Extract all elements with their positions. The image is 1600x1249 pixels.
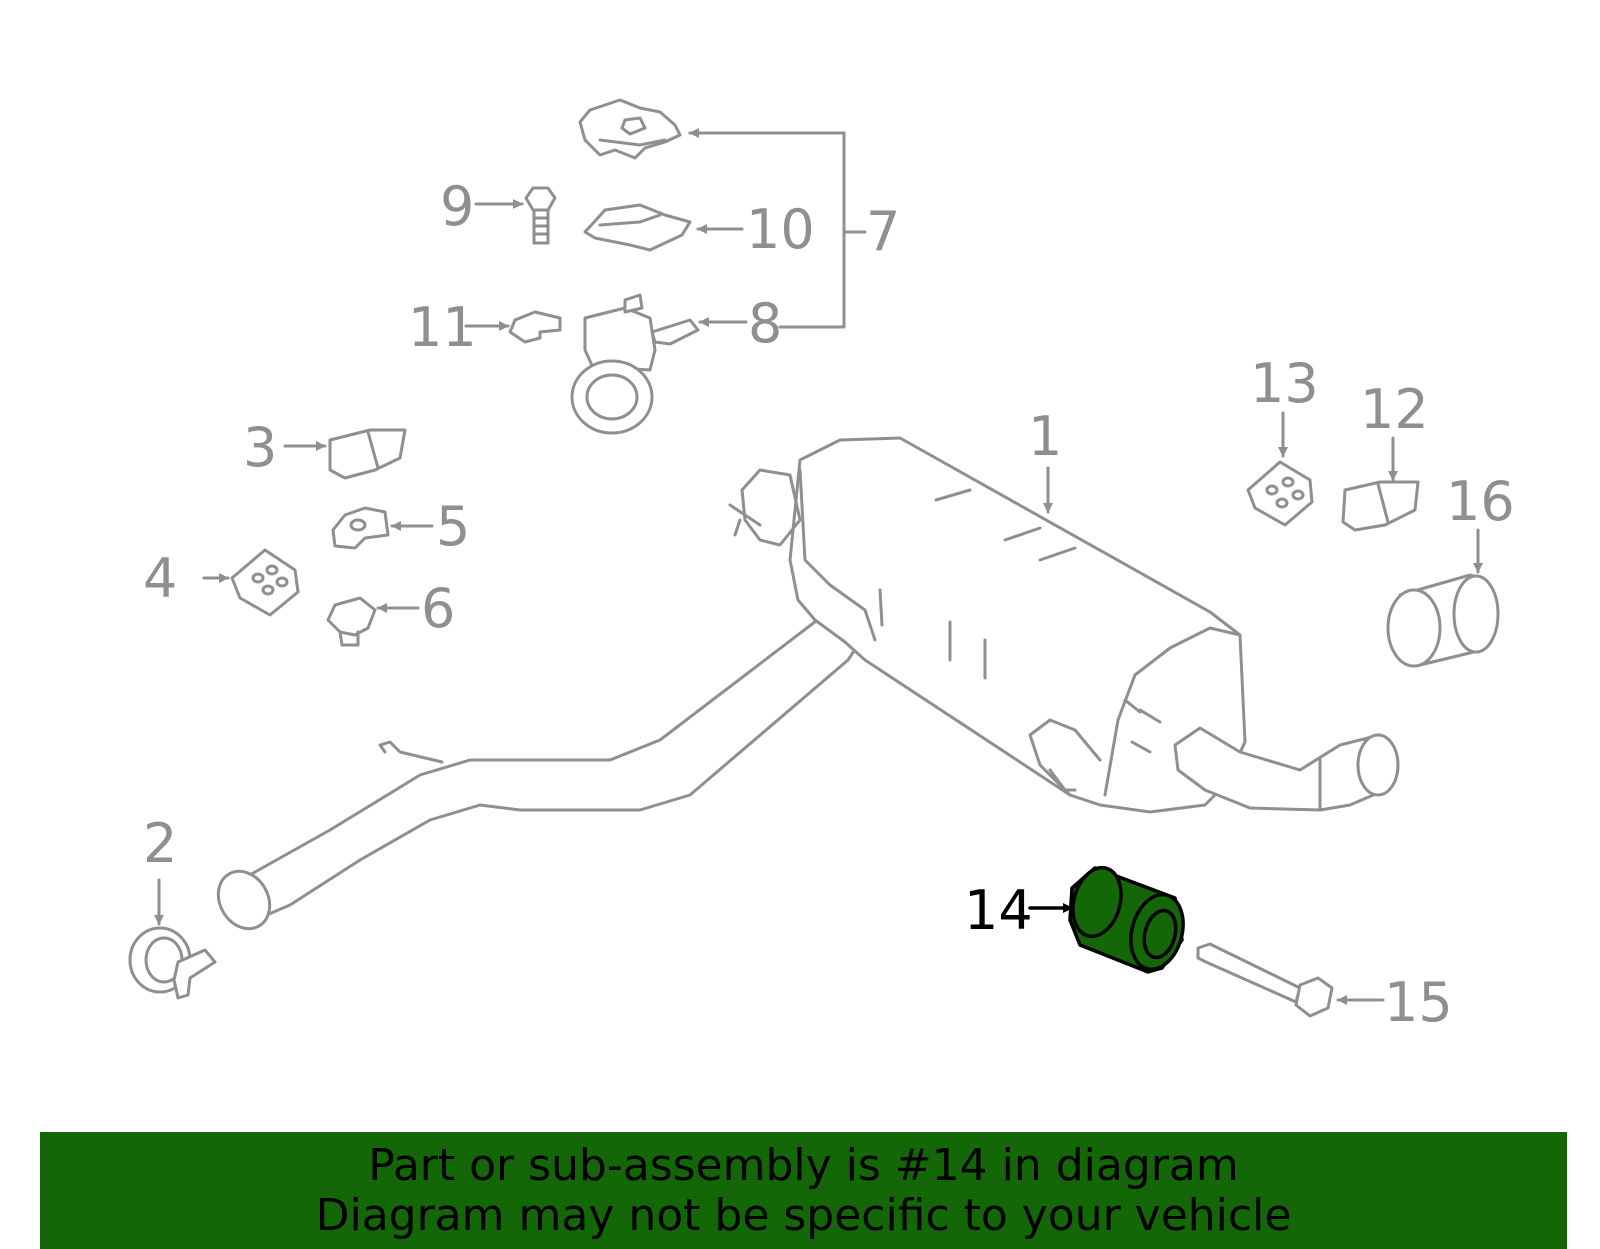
- part-16-exhaust-tip: [1386, 573, 1500, 668]
- part-9-bolt: [524, 186, 557, 245]
- part-8-hanger-isolator: [570, 293, 700, 435]
- part-2-pipe-clamp: [128, 926, 217, 1000]
- part-15-bolt: [1196, 942, 1334, 1018]
- callout-labels: 1 2 3 4 5 6 7 8 9 10 11 12 13 14 15 16: [143, 175, 1515, 1034]
- part-6-grommet: [326, 596, 377, 647]
- part-13-rubber-isolator: [1246, 460, 1314, 527]
- callout-6: 6: [421, 577, 455, 640]
- callout-4: 4: [143, 547, 177, 610]
- part-7-hanger-bracket: [578, 98, 682, 160]
- leader-arrows: [154, 128, 1483, 1005]
- callout-10: 10: [746, 198, 815, 261]
- part-4-rubber-isolator: [230, 548, 300, 617]
- callout-8: 8: [748, 292, 782, 355]
- callout-3: 3: [243, 416, 277, 479]
- part-14-bushing-highlighted: [1068, 865, 1185, 974]
- callout-13: 13: [1250, 352, 1319, 415]
- callout-14: 14: [964, 879, 1033, 942]
- callout-12: 12: [1360, 378, 1429, 441]
- part-11-clip: [508, 310, 562, 344]
- callout-9: 9: [440, 175, 474, 238]
- part-10-heat-shield-plate: [583, 203, 692, 252]
- callout-15: 15: [1384, 971, 1453, 1034]
- part-1-muffler-assembly: [216, 436, 1400, 931]
- part-info-banner: Part or sub-assembly is #14 in diagram D…: [40, 1132, 1567, 1249]
- banner-line-2: Diagram may not be specific to your vehi…: [315, 1190, 1292, 1241]
- part-5-clip-nut: [331, 506, 390, 550]
- callout-16: 16: [1446, 470, 1515, 533]
- callout-1: 1: [1028, 405, 1062, 468]
- callout-7: 7: [866, 200, 900, 263]
- part-12-mount-block: [1341, 480, 1420, 532]
- part-3-mount-block: [328, 428, 407, 480]
- callout-2: 2: [143, 812, 177, 875]
- banner-line-1: Part or sub-assembly is #14 in diagram: [368, 1140, 1239, 1191]
- callout-11: 11: [408, 296, 477, 359]
- callout-5: 5: [436, 495, 470, 558]
